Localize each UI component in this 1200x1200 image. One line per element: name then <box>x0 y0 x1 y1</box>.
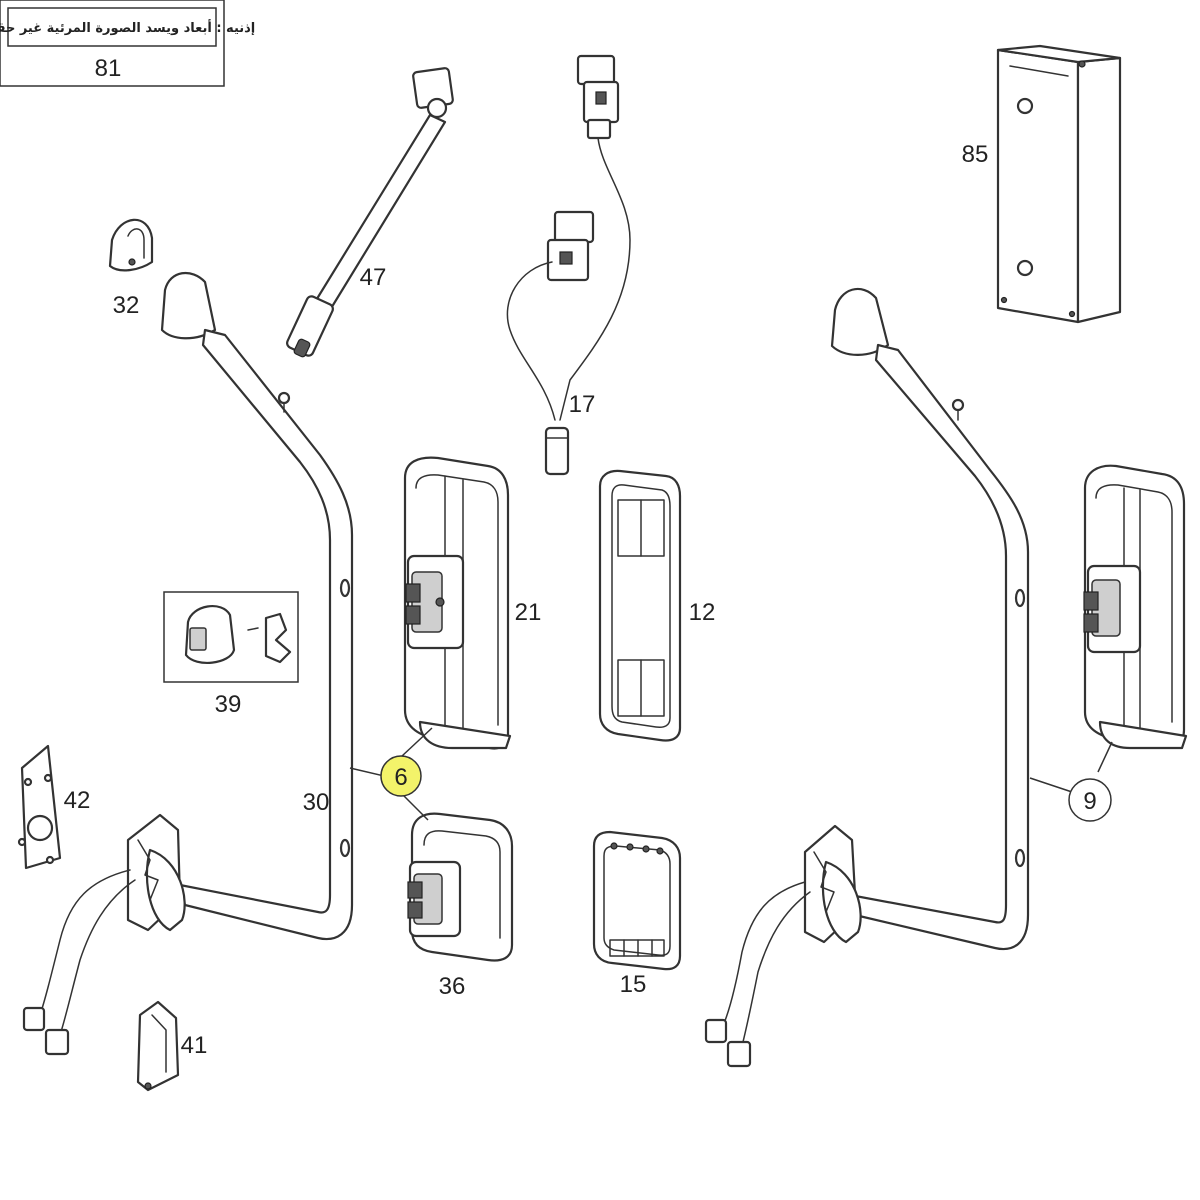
leader-6-upper <box>401 727 433 757</box>
leader-9-arm <box>1029 777 1073 793</box>
part-47-strut-arm[interactable] <box>285 67 454 358</box>
part-9-right-assembly[interactable] <box>704 288 1188 1068</box>
callout-30: 30 <box>303 789 330 816</box>
part-12-mirror-glass[interactable] <box>598 469 682 742</box>
note-text: إذنيه : أبعاد ويسد الصورة المرئية غير حق… <box>0 19 255 36</box>
callout-36: 36 <box>439 973 466 1000</box>
callout-15: 15 <box>620 971 647 998</box>
part-32-cap[interactable] <box>108 218 154 272</box>
callout-47: 47 <box>360 264 387 291</box>
part-36-wide-angle-mirror[interactable] <box>407 812 514 962</box>
part-17-harness[interactable] <box>506 54 631 476</box>
callout-41: 41 <box>181 1032 208 1059</box>
leader-6-lower <box>403 795 429 821</box>
part-21-main-mirror[interactable] <box>403 456 512 750</box>
part-15-wide-angle-glass[interactable] <box>592 830 682 971</box>
part-39-clip-kit[interactable] <box>163 591 299 683</box>
part-42-gasket[interactable] <box>17 744 62 870</box>
callout-81: 81 <box>95 55 122 82</box>
leader-30 <box>349 767 385 777</box>
callout-9: 9 <box>1083 788 1096 815</box>
callout-17: 17 <box>569 391 596 418</box>
part-30-left-arm[interactable] <box>22 272 354 1056</box>
leader-9-mirror <box>1097 741 1113 773</box>
callout-12: 12 <box>689 599 716 626</box>
callout-circle-6[interactable]: 6 <box>380 755 422 797</box>
callout-circle-9[interactable]: 9 <box>1068 778 1112 822</box>
callout-39: 39 <box>215 691 242 718</box>
callout-6: 6 <box>394 764 407 791</box>
callout-32: 32 <box>113 292 140 319</box>
callout-21: 21 <box>515 599 542 626</box>
callout-85: 85 <box>962 141 989 168</box>
part-41-clip[interactable] <box>136 1000 180 1092</box>
callout-42: 42 <box>64 787 91 814</box>
note-box: إذنيه : أبعاد ويسد الصورة المرئية غير حق… <box>0 0 255 87</box>
part-85-bracket[interactable] <box>996 44 1122 324</box>
